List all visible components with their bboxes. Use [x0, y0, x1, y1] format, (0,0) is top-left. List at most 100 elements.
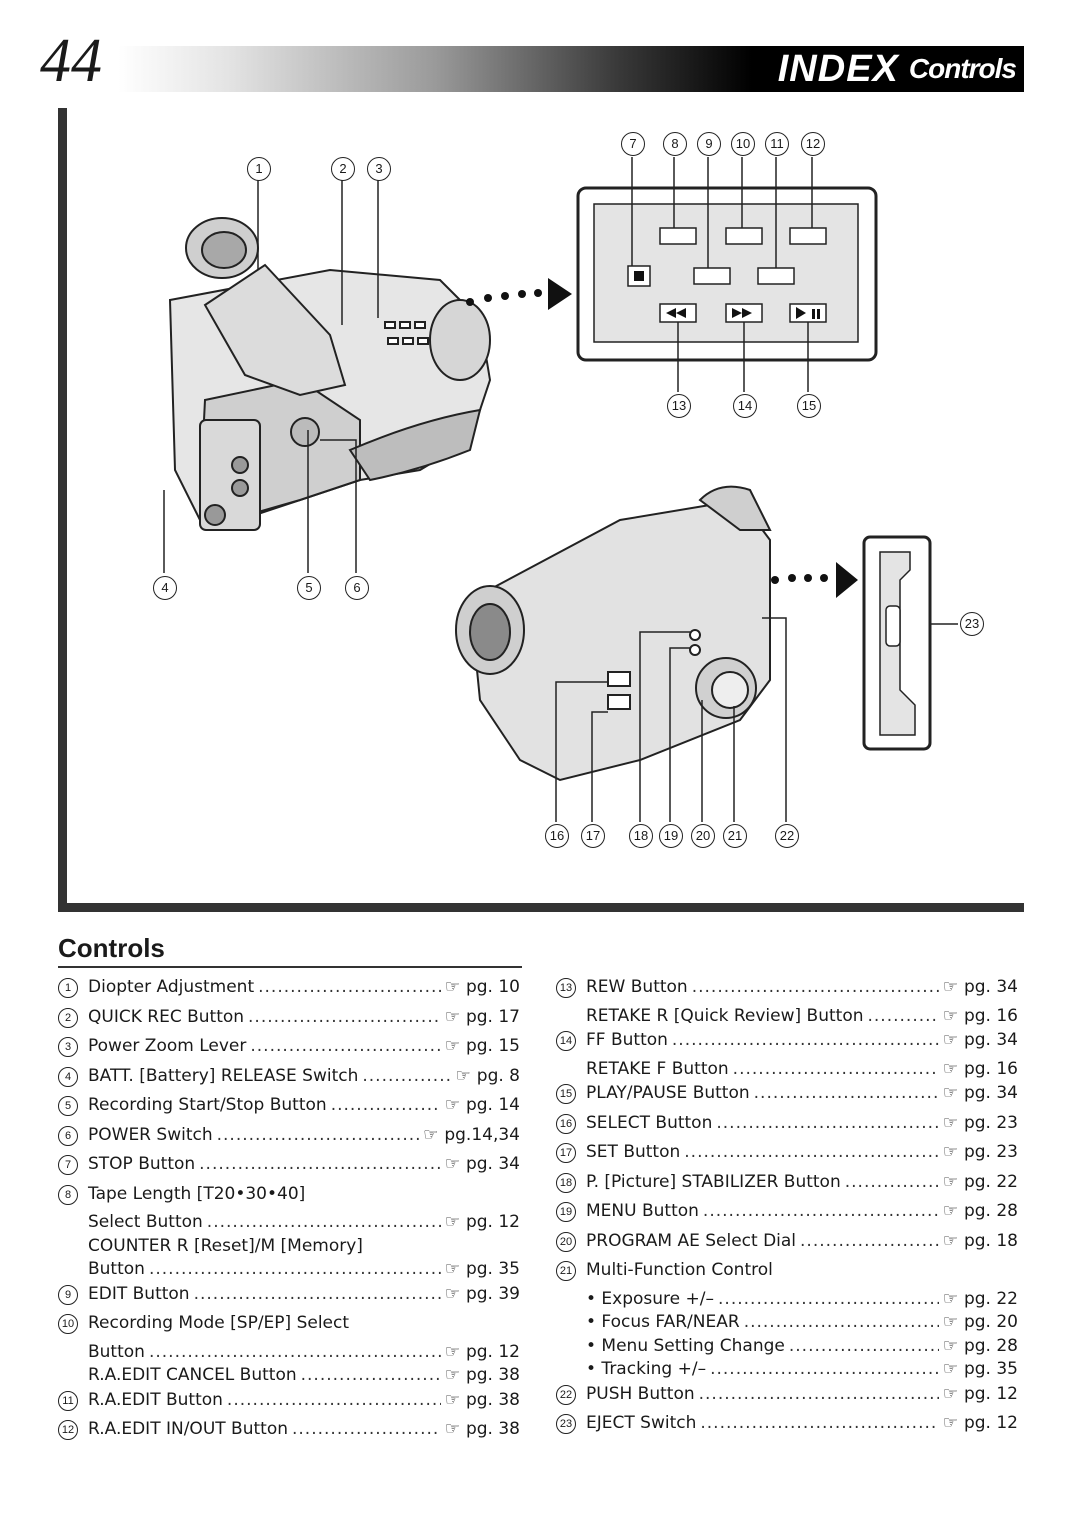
item-number: 7 [58, 1155, 78, 1175]
dot-leader [868, 1006, 939, 1026]
page-reference: ☞pg. 16 [943, 1006, 1018, 1026]
page-reference-text: pg. 20 [963, 1312, 1018, 1332]
header-title-controls: Controls [908, 53, 1017, 84]
dot-leader [292, 1419, 441, 1439]
item-label: • Menu Setting Change [586, 1335, 785, 1356]
controls-list-item: Select Button☞pg. 12 [58, 1207, 520, 1232]
pointing-hand-icon: ☞ [942, 1230, 958, 1251]
item-number [556, 1000, 576, 1020]
item-label: Diopter Adjustment [88, 977, 255, 997]
page-reference: ☞pg. 14 [445, 1095, 520, 1115]
pointing-hand-icon: ☞ [942, 1288, 958, 1309]
callout-19: 19 [659, 824, 683, 848]
page-reference-text: pg. 38 [465, 1389, 520, 1410]
page-reference: ☞pg. 34 [445, 1154, 520, 1174]
item-number: 3 [58, 1037, 78, 1057]
item-number: 22 [556, 1384, 576, 1405]
controls-list-item: • Exposure +/–☞pg. 22 [556, 1283, 1018, 1309]
dot-leader [800, 1231, 939, 1251]
callout-22: 22 [775, 824, 799, 848]
pointing-hand-icon: ☞ [942, 977, 958, 997]
item-label: R.A.EDIT Button [88, 1389, 223, 1410]
callout-12: 12 [801, 132, 825, 156]
item-number: 4 [58, 1066, 78, 1087]
callout-23: 23 [960, 612, 984, 636]
item-number [58, 1359, 78, 1379]
callout-10: 10 [731, 132, 755, 156]
item-number: 20 [556, 1231, 576, 1252]
dot-leader [250, 1036, 440, 1056]
callout-3: 3 [367, 157, 391, 181]
page-reference: ☞pg. 15 [445, 1036, 520, 1056]
page-reference-text: pg. 12 [963, 1383, 1018, 1404]
callout-15: 15 [797, 394, 821, 418]
callout-6: 6 [345, 576, 369, 600]
callout-16: 16 [545, 824, 569, 848]
dot-leader [199, 1154, 441, 1174]
page-reference: ☞pg. 12 [445, 1342, 520, 1362]
page-number: 44 [40, 27, 102, 95]
dot-leader [692, 977, 939, 997]
item-number: 19 [556, 1202, 576, 1222]
pointing-hand-icon: ☞ [942, 1005, 958, 1026]
item-number: 6 [58, 1125, 78, 1146]
controls-list-item: • Tracking +/–☞pg. 35 [556, 1354, 1018, 1379]
item-number [556, 1283, 576, 1303]
item-number: 9 [58, 1284, 78, 1305]
page-reference-text: pg. 10 [465, 977, 520, 997]
controls-list-item: RETAKE F Button☞pg. 16 [556, 1054, 1018, 1079]
page-reference-text: pg. 16 [963, 1005, 1018, 1026]
callout-9: 9 [697, 132, 721, 156]
callout-8: 8 [663, 132, 687, 156]
pointing-hand-icon: ☞ [444, 1419, 460, 1439]
page-reference-text: pg. 12 [465, 1212, 520, 1232]
dot-leader [227, 1390, 441, 1410]
dot-leader [703, 1201, 939, 1221]
page-reference-text: pg. 34 [963, 1030, 1018, 1050]
item-number: 13 [556, 978, 576, 998]
page-reference-text: pg. 23 [963, 1142, 1018, 1162]
page-reference-text: pg. 12 [465, 1341, 520, 1362]
page-reference-text: pg. 35 [465, 1259, 520, 1279]
controls-list-item: 18P. [Picture] STABILIZER Button☞pg. 22 [556, 1172, 1018, 1196]
page-reference: ☞pg. 35 [445, 1259, 520, 1279]
item-number: 17 [556, 1143, 576, 1163]
page-reference-text: pg. 14 [465, 1095, 520, 1115]
pointing-hand-icon: ☞ [942, 1201, 958, 1221]
controls-list-item: 17 SET Button ☞pg. 23 [556, 1142, 1018, 1166]
page-reference: ☞pg. 23 [943, 1113, 1018, 1133]
item-label: SET Button [586, 1142, 681, 1162]
page-reference: ☞pg. 20 [943, 1312, 1018, 1332]
item-number [556, 1330, 576, 1350]
callout-7: 7 [621, 132, 645, 156]
dot-leader [248, 1007, 441, 1027]
item-label: PUSH Button [586, 1383, 695, 1404]
dot-leader [733, 1059, 939, 1079]
page-reference: ☞pg. 12 [445, 1212, 520, 1232]
item-label: QUICK REC Button [88, 1006, 245, 1027]
dot-leader [672, 1030, 939, 1050]
pointing-hand-icon: ☞ [444, 1154, 460, 1174]
pointing-hand-icon: ☞ [942, 1058, 958, 1079]
page-reference: ☞pg. 12 [943, 1384, 1018, 1404]
page-reference-text: pg. 22 [963, 1171, 1018, 1192]
pointing-hand-icon: ☞ [942, 1171, 958, 1192]
item-label: BATT. [Battery] RELEASE Switch [88, 1065, 359, 1086]
callout-21: 21 [723, 824, 747, 848]
page-reference-text: pg. 23 [963, 1112, 1018, 1133]
pointing-hand-icon: ☞ [444, 1095, 460, 1115]
item-label: MENU Button [586, 1201, 699, 1221]
pointing-hand-icon: ☞ [942, 1142, 958, 1162]
pointing-hand-icon: ☞ [942, 1335, 958, 1356]
